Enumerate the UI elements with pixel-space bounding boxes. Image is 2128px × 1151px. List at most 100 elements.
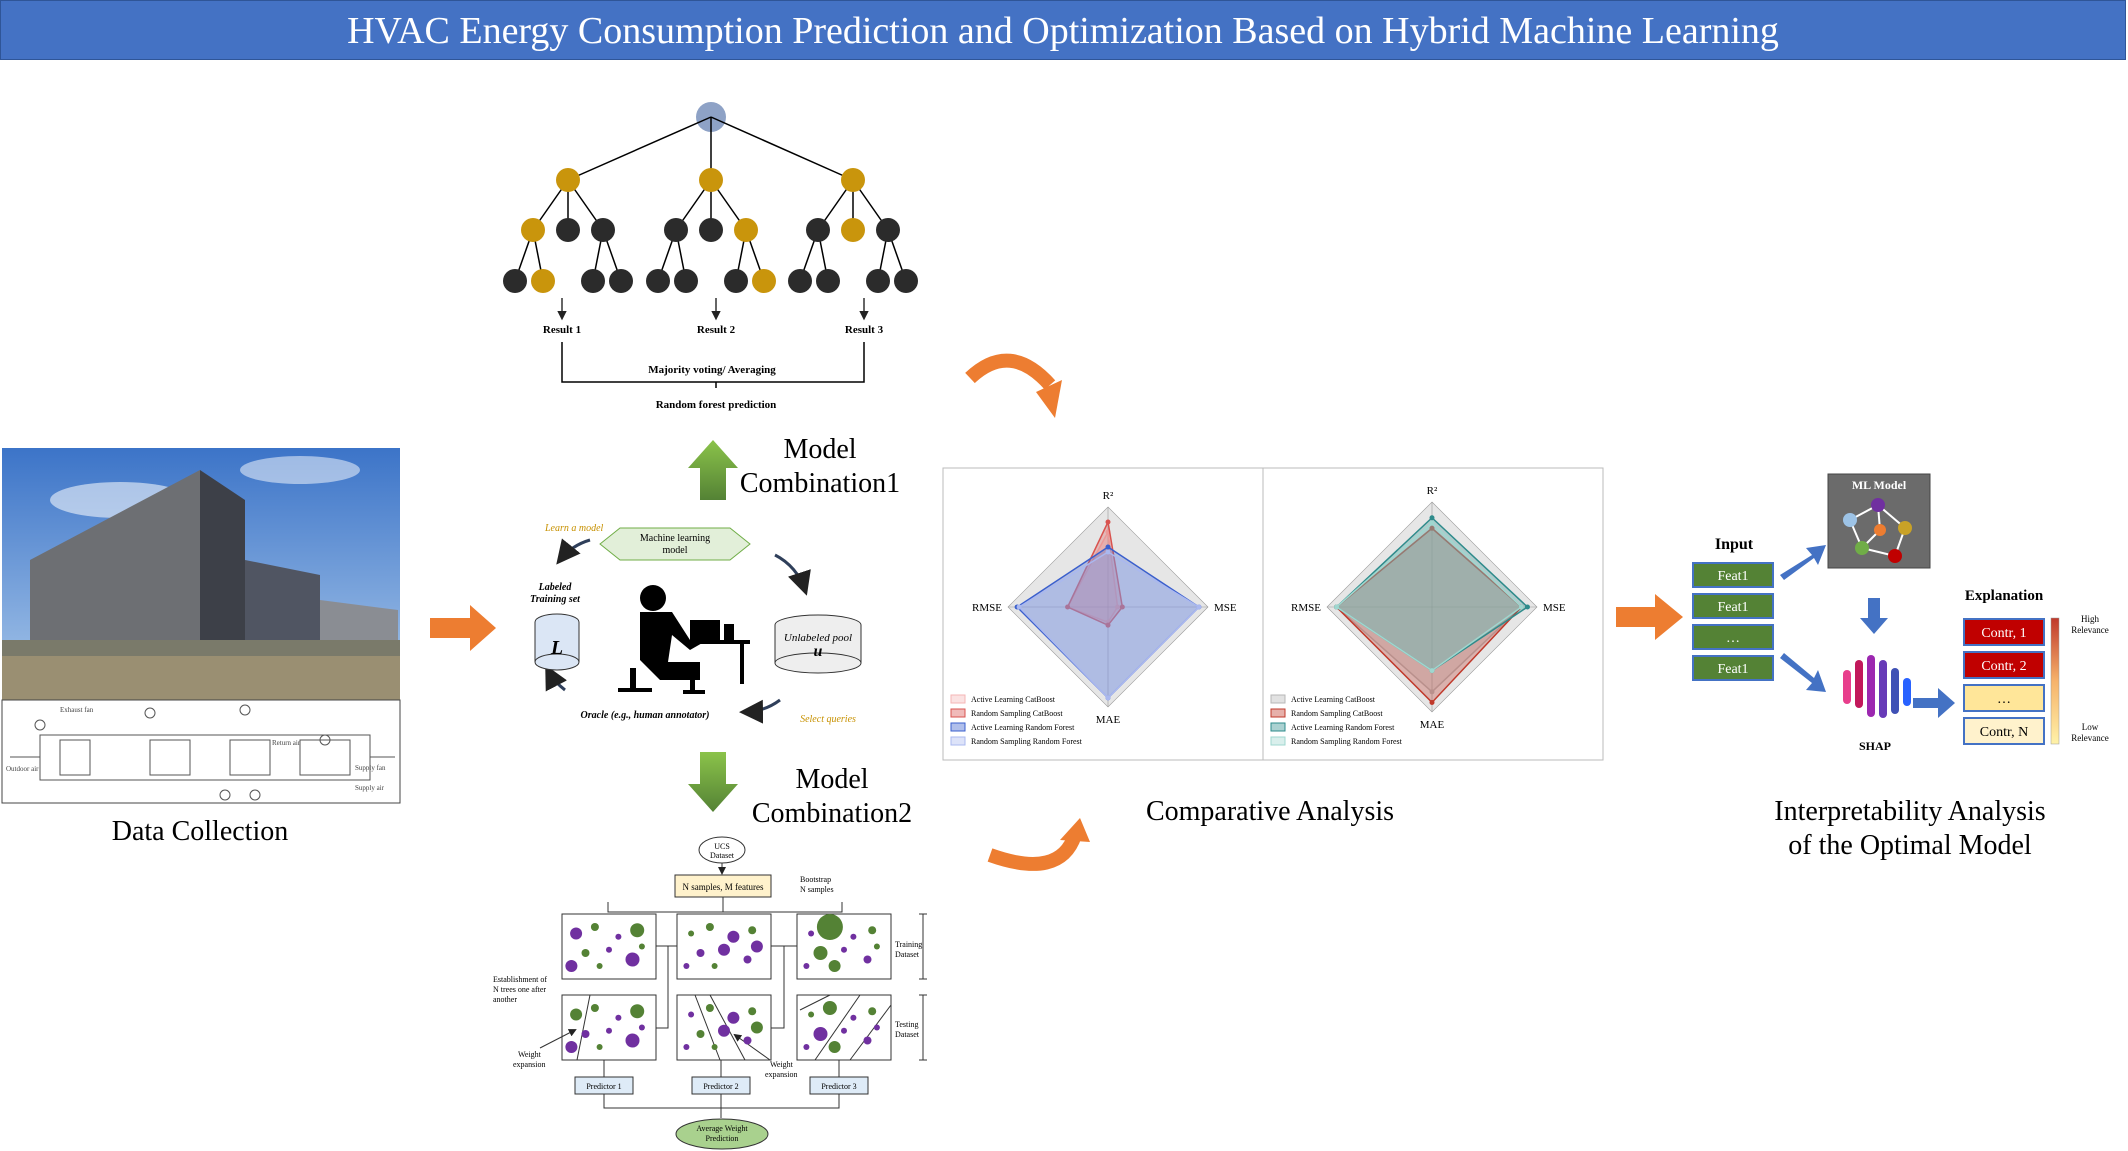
sample-dot [873,1024,880,1031]
sample-dot [813,1027,828,1041]
sample-dot [813,946,828,960]
sample-dot [630,923,645,938]
sample-dot [565,1041,578,1053]
weight-label: expansion [765,1070,797,1079]
result-label: Result 3 [845,324,884,336]
labeled-label2: Training set [530,594,581,605]
result-label: Result 2 [697,324,736,336]
feature-label: … [1726,631,1740,646]
sample-dot [711,963,718,969]
tree-node [841,218,865,242]
sample-dot [590,1004,599,1012]
sample-dot [565,960,578,972]
shap-icon [1843,655,1911,718]
annotator-icon [618,585,750,694]
radar-point [1105,549,1111,555]
weight-label: expansion [513,1060,545,1069]
tree-node [531,269,555,293]
input-label: Input [1715,536,1754,553]
contribution-label: Contr, 1 [1981,626,2026,641]
tree-node [521,218,545,242]
ml-model-box-label: ML Model [1852,478,1907,492]
low-relevance-label: Low [2082,722,2099,732]
comparative-analysis-caption: Comparative Analysis [1145,796,1395,827]
unlabeled-label: Unlabeled pool [784,632,852,644]
legend-swatch [950,722,966,732]
random-forest-diagram [503,102,918,321]
sample-dot [705,1004,714,1012]
feature-label: Feat1 [1717,600,1748,615]
legend-swatch [1270,694,1286,704]
sample-dot [718,1024,730,1037]
oracle-label: Oracle (e.g., human annotator) [581,710,710,721]
feature-label: Feat1 [1717,569,1748,584]
model-combination2-caption: Model Combination2 [742,763,922,831]
radar-axis-label: RMSE [1291,602,1321,614]
feature-label: Feat1 [1717,662,1748,677]
sample-dot [638,943,645,950]
tree-node [734,218,758,242]
tree-node [503,269,527,293]
legend-label: Active Learning Random Forest [1291,723,1395,732]
legend-swatch [950,694,966,704]
sample-dot [696,1030,705,1038]
legend-label: Random Sampling Random Forest [971,737,1083,746]
sample-dot [863,1036,872,1045]
sample-dot [748,1007,757,1016]
ml-model-label2: model [663,545,688,556]
hvac-schematic: Exhaust fan Return air Outdoor air Suppl… [1,699,401,804]
sample-dot [596,963,603,969]
building-photo [2,448,400,700]
weight-label: Weight [770,1060,794,1069]
establish-label: N trees one after [493,985,546,994]
contribution-box [1963,684,2045,712]
radar-axis-label: MAE [1420,719,1445,731]
bootstrap-label2: N samples [800,885,834,894]
sample-dot [625,1033,640,1048]
tree-node [699,168,723,192]
radar-point [1016,604,1022,610]
sample-dot [590,923,599,931]
green-down-arrow [688,752,738,812]
legend-swatch [1270,736,1286,746]
contribution-box [1963,651,2045,679]
radar-point [1429,668,1435,674]
average-label2: Prediction [706,1134,739,1143]
contribution-box [1963,717,2045,745]
feature-box [1692,624,1774,650]
radar-point [1105,519,1111,525]
sample-dot [696,949,705,957]
radar-point [1119,604,1125,610]
predictor-label: Predictor 3 [821,1082,856,1091]
legend-swatch [950,708,966,718]
radar-point [1115,604,1121,610]
sample-dot [711,1044,718,1050]
model-combination1-caption: Model Combination1 [730,433,910,501]
interpretability-caption-line1: Interpretability Analysis [1774,796,2046,827]
feature-box [1692,562,1774,588]
sample-dot [727,1011,740,1024]
flow-arrow [430,605,496,651]
radar-axis-label: R² [1427,485,1438,497]
curved-arrow [987,832,1082,871]
ml-model-label: Machine learning [640,533,710,544]
tree-node [581,269,605,293]
sample-dot [705,923,714,931]
radar-point [1105,622,1111,628]
tree-node [664,218,688,242]
tree-node [788,269,812,293]
green-up-arrow [688,440,738,500]
training-label2: Dataset [895,950,920,959]
sample-dot [828,960,841,972]
sample-dot [822,1001,837,1015]
high-relevance-label: High [2081,614,2100,624]
sample-dot [868,1007,877,1016]
tree-node [646,269,670,293]
tree-node [556,168,580,192]
network-icon [1843,498,1912,563]
bootstrap-label: Bootstrap [800,875,831,884]
tree-node [806,218,830,242]
